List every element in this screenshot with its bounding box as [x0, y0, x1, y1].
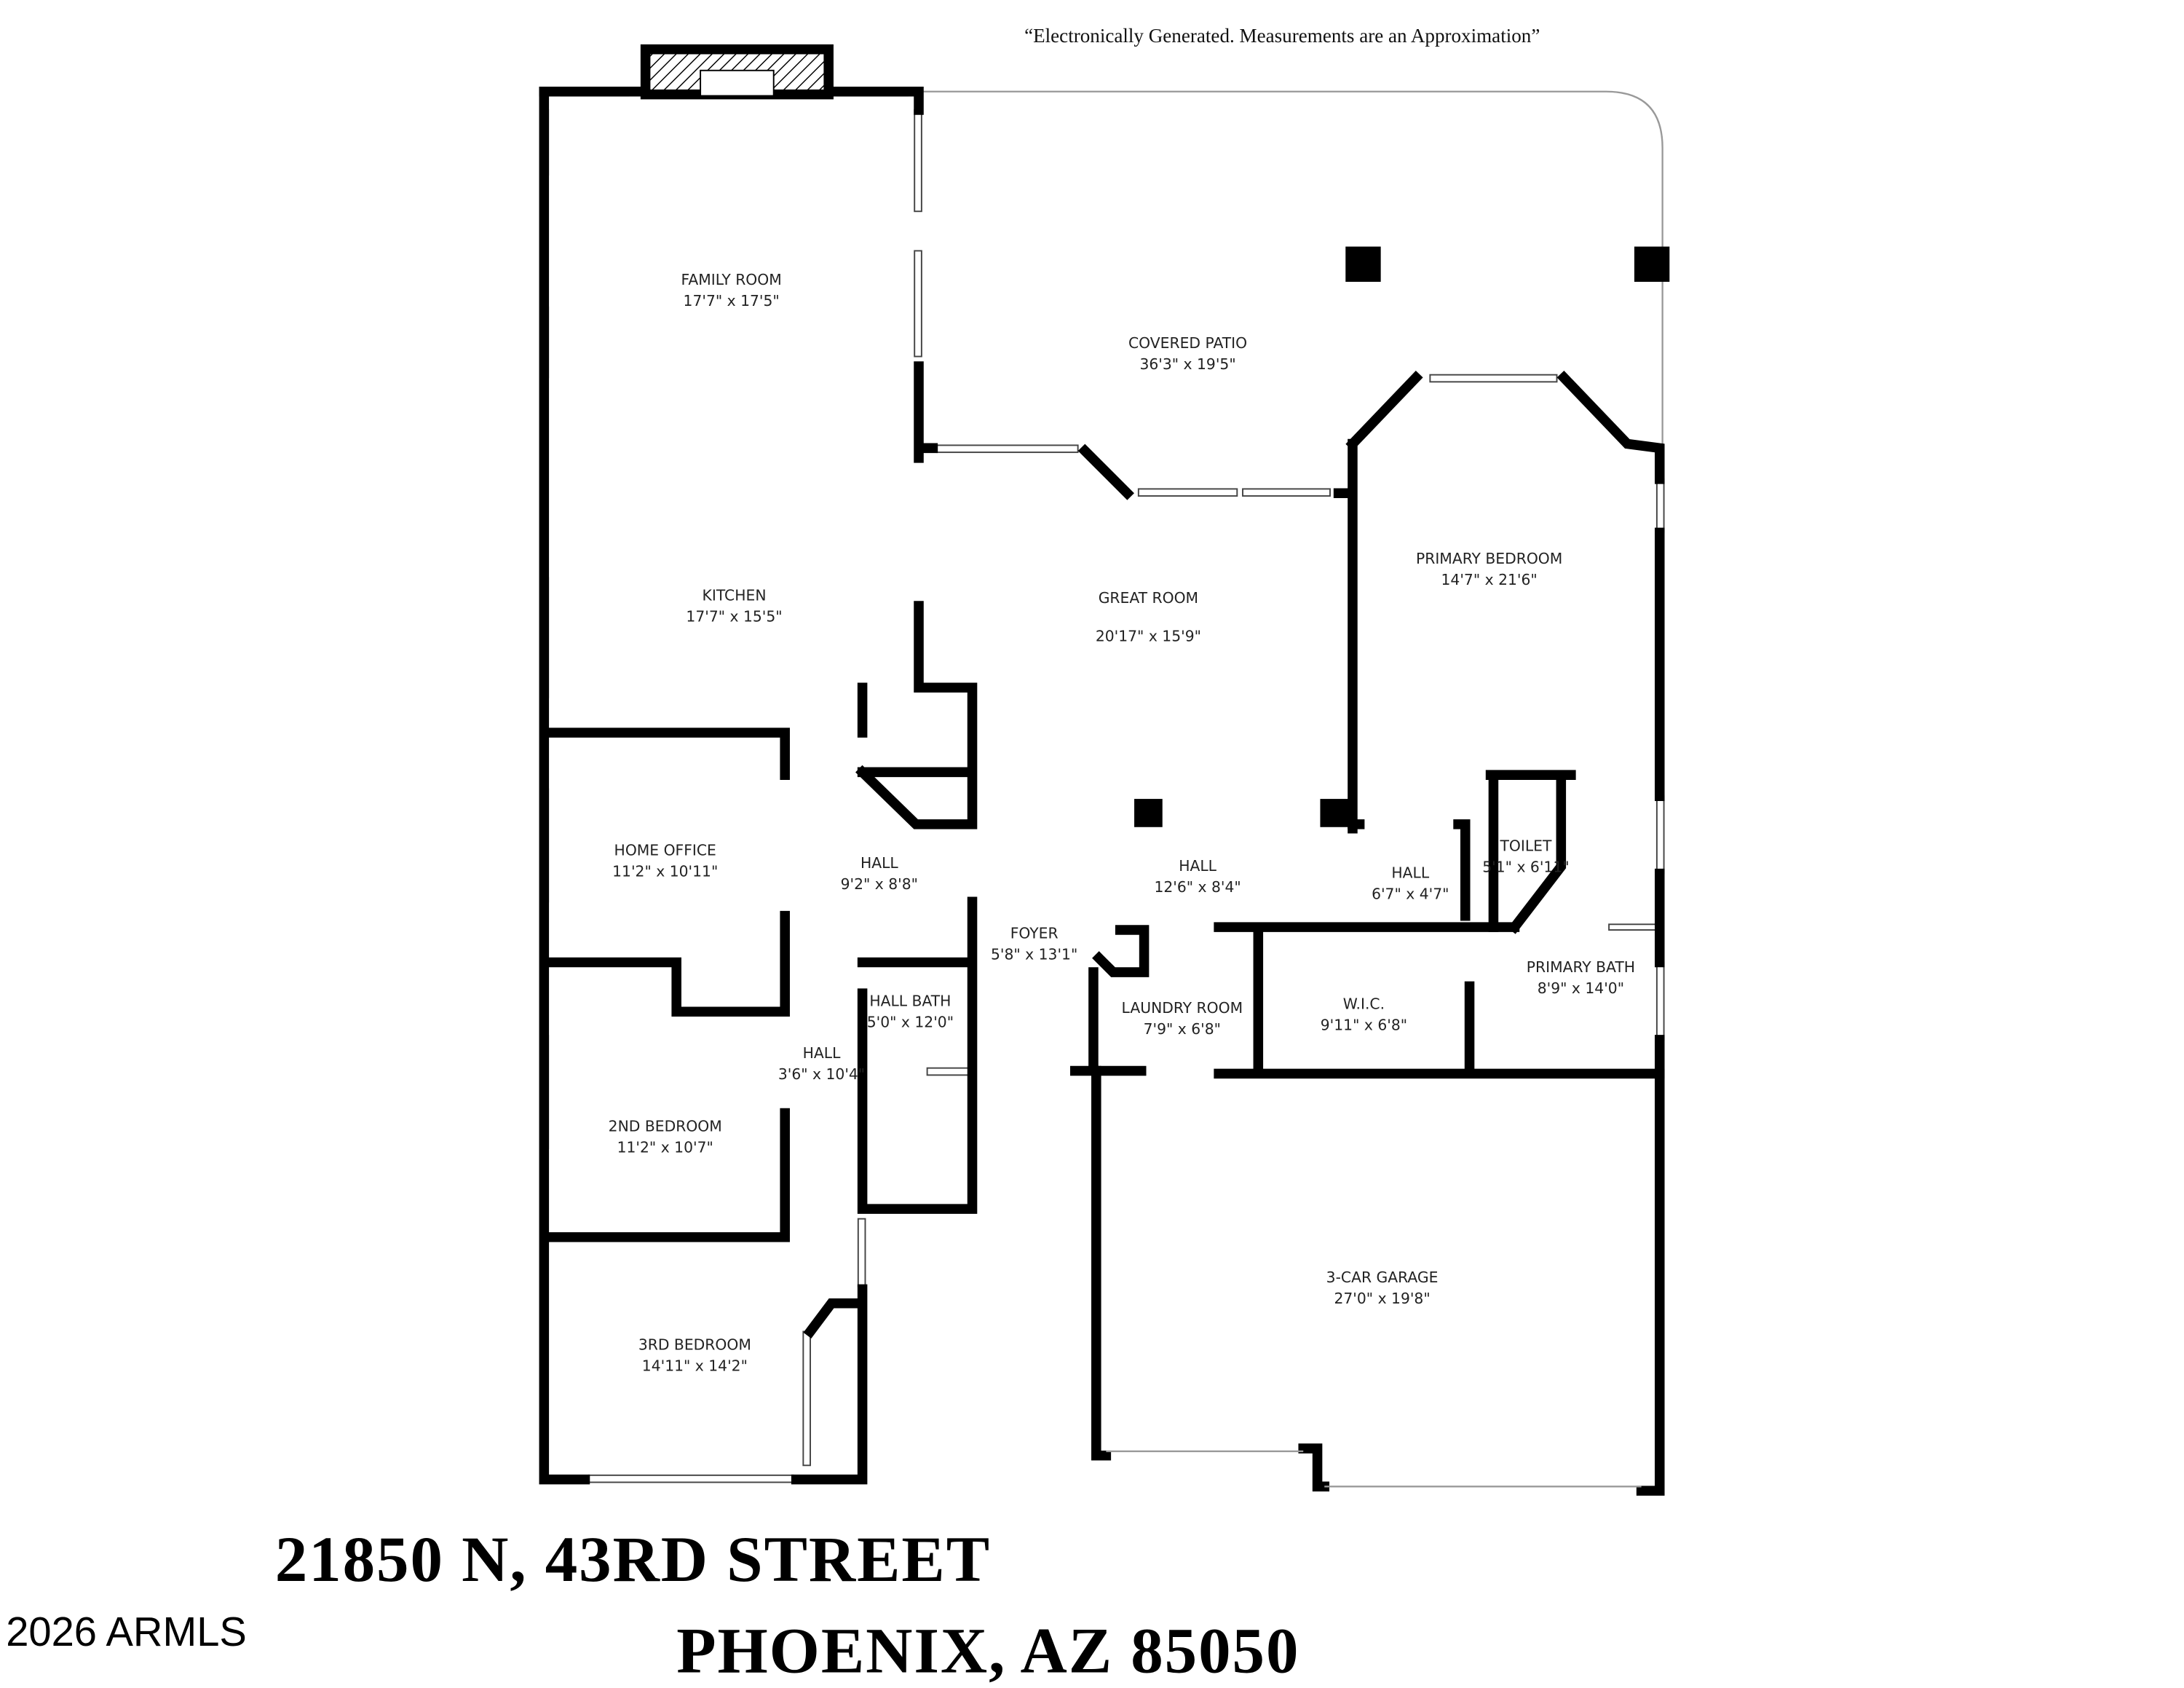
svg-text:HALL: HALL [803, 1044, 841, 1062]
copyright: 2026 ARMLS [6, 1609, 247, 1655]
room-primary-bedroom: PRIMARY BEDROOM 14'7" x 21'6" [1416, 550, 1562, 588]
svg-text:20'17" x 15'9": 20'17" x 15'9" [1096, 627, 1201, 644]
svg-text:KITCHEN: KITCHEN [703, 586, 767, 604]
room-great-room: GREAT ROOM 20'17" x 15'9" [1096, 589, 1201, 644]
svg-text:2ND BEDROOM: 2ND BEDROOM [609, 1118, 722, 1135]
svg-text:HALL: HALL [1391, 864, 1429, 881]
svg-text:LAUNDRY ROOM: LAUNDRY ROOM [1122, 999, 1243, 1017]
svg-text:9'11" x 6'8": 9'11" x 6'8" [1321, 1016, 1407, 1033]
room-laundry: LAUNDRY ROOM 7'9" x 6'8" [1122, 999, 1243, 1038]
room-hall-2: HALL 12'6" x 8'4" [1154, 857, 1241, 896]
room-hall-3: HALL 6'7" x 4'7" [1372, 864, 1449, 902]
room-primary-bath: PRIMARY BATH 8'9" x 14'0" [1527, 958, 1635, 997]
disclaimer-note: “Electronically Generated. Measurements … [1024, 25, 1540, 47]
svg-text:COVERED PATIO: COVERED PATIO [1128, 334, 1247, 352]
svg-text:36'3" x 19'5": 36'3" x 19'5" [1139, 355, 1235, 373]
svg-text:3-CAR GARAGE: 3-CAR GARAGE [1326, 1269, 1439, 1286]
room-2nd-bedroom: 2ND BEDROOM 11'2" x 10'7" [609, 1118, 722, 1156]
svg-text:PRIMARY BATH: PRIMARY BATH [1527, 958, 1635, 976]
svg-text:W.I.C.: W.I.C. [1343, 995, 1385, 1012]
svg-text:27'0" x 19'8": 27'0" x 19'8" [1334, 1290, 1430, 1307]
svg-text:17'7" x 17'5": 17'7" x 17'5" [684, 292, 780, 309]
patio-column [1634, 246, 1670, 282]
svg-text:17'7" x 15'5": 17'7" x 15'5" [686, 607, 782, 625]
svg-text:8'9" x 14'0": 8'9" x 14'0" [1538, 979, 1624, 997]
room-garage: 3-CAR GARAGE 27'0" x 19'8" [1326, 1269, 1439, 1307]
svg-text:3'6" x 10'4": 3'6" x 10'4" [778, 1065, 865, 1083]
room-covered-patio: COVERED PATIO 36'3" x 19'5" [1128, 334, 1247, 373]
svg-text:5'8" x 13'1": 5'8" x 13'1" [991, 946, 1077, 963]
svg-text:PRIMARY BEDROOM: PRIMARY BEDROOM [1416, 550, 1562, 567]
room-kitchen: KITCHEN 17'7" x 15'5" [686, 586, 782, 625]
great-room-column [1134, 799, 1163, 827]
svg-text:FOYER: FOYER [1010, 925, 1059, 942]
svg-text:11'2" x 10'11": 11'2" x 10'11" [612, 863, 718, 880]
room-hall-bath: HALL BATH 5'0" x 12'0" [867, 993, 954, 1031]
room-foyer: FOYER 5'8" x 13'1" [991, 925, 1077, 963]
garage-door [1106, 1450, 1642, 1488]
room-hall-4: HALL 3'6" x 10'4" [778, 1044, 865, 1083]
room-toilet: TOILET 5'1" x 6'11" [1482, 837, 1569, 876]
svg-text:HALL: HALL [1179, 857, 1216, 875]
svg-text:5'1" x 6'11": 5'1" x 6'11" [1482, 859, 1569, 876]
room-wic: W.I.C. 9'11" x 6'8" [1321, 995, 1407, 1033]
room-hall-1: HALL 9'2" x 8'8" [841, 854, 918, 893]
svg-text:3RD BEDROOM: 3RD BEDROOM [638, 1336, 751, 1354]
great-room-column [1320, 799, 1349, 827]
svg-text:6'7" x 4'7": 6'7" x 4'7" [1372, 885, 1449, 902]
walls [539, 86, 1665, 1496]
address-line-1: 21850 N, 43RD STREET [275, 1524, 991, 1596]
svg-text:TOILET: TOILET [1500, 837, 1552, 855]
svg-text:14'7" x 21'6": 14'7" x 21'6" [1441, 571, 1538, 588]
svg-text:HALL: HALL [860, 854, 898, 872]
room-family-room: FAMILY ROOM 17'7" x 17'5" [681, 271, 782, 309]
fireplace [640, 44, 834, 100]
room-labels: FAMILY ROOM 17'7" x 17'5" COVERED PATIO 36… [609, 271, 1635, 1375]
room-home-office: HOME OFFICE 11'2" x 10'11" [612, 841, 718, 880]
room-3rd-bedroom: 3RD BEDROOM 14'11" x 14'2" [638, 1336, 751, 1375]
patio-outline [922, 90, 1663, 451]
svg-text:11'2" x 10'7": 11'2" x 10'7" [617, 1139, 713, 1156]
patio-column [1345, 246, 1381, 282]
svg-text:9'2" x 8'8": 9'2" x 8'8" [841, 875, 918, 893]
svg-text:GREAT ROOM: GREAT ROOM [1099, 589, 1198, 607]
svg-text:FAMILY ROOM: FAMILY ROOM [681, 271, 782, 288]
svg-text:14'11" x 14'2": 14'11" x 14'2" [642, 1357, 748, 1375]
svg-text:HOME OFFICE: HOME OFFICE [614, 841, 716, 859]
svg-text:12'6" x 8'4": 12'6" x 8'4" [1154, 878, 1241, 896]
svg-text:7'9" x 6'8": 7'9" x 6'8" [1144, 1020, 1221, 1038]
address-line-2: PHOENIX, AZ 85050 [676, 1616, 1299, 1687]
svg-text:HALL BATH: HALL BATH [869, 993, 951, 1010]
svg-text:5'0" x 12'0": 5'0" x 12'0" [867, 1014, 954, 1031]
